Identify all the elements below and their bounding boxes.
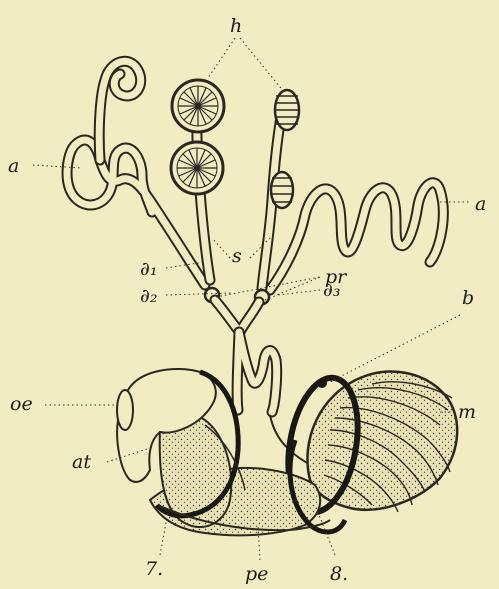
right-tubule	[270, 183, 443, 290]
label-d2: ∂₂	[140, 285, 157, 307]
label-s: s	[232, 245, 242, 267]
label-d1: ∂₁	[140, 258, 157, 280]
label-a-right: a	[475, 193, 486, 215]
label-pe: pe	[245, 563, 268, 585]
label-a-left: a	[8, 155, 19, 177]
label-h: h	[230, 15, 242, 37]
label-m: m	[458, 401, 476, 423]
rosette-lower	[171, 142, 223, 194]
lobe-cluster-lower	[271, 172, 293, 208]
label-oe: oe	[10, 393, 33, 415]
label-b: b	[462, 287, 474, 309]
rosette-upper	[172, 80, 224, 132]
label-d3: ∂₃	[323, 279, 340, 301]
lobe-cluster-upper	[275, 90, 299, 130]
label-7: 7.	[145, 558, 163, 580]
label-8: 8.	[330, 563, 348, 585]
label-at: at	[72, 451, 91, 473]
